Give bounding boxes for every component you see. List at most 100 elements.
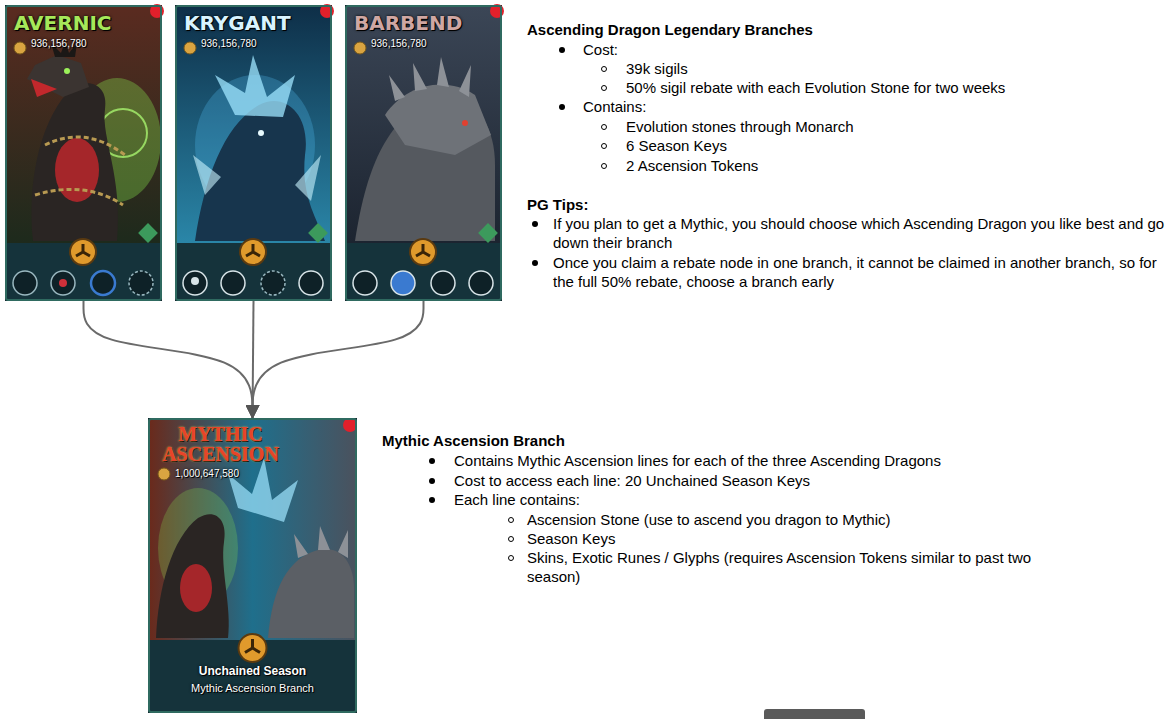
bullet-text: Each line contains:	[454, 490, 1154, 509]
krygant-art	[258, 130, 264, 136]
note-line: Cost:	[583, 40, 1143, 59]
barbend-art	[431, 271, 455, 295]
bullet-text: Season Keys	[527, 529, 1147, 548]
coin-count: 936,156,780	[31, 38, 87, 50]
mythic-art	[156, 514, 229, 638]
bullet-dot	[429, 458, 435, 464]
dragon-card: BARBEND 936,156,780	[345, 5, 502, 301]
section-heading: Ascending Dragon Legendary Branches	[527, 20, 1027, 39]
note-line: Ascending Dragon Legendary Branches	[527, 20, 1027, 39]
avernic-art	[7, 7, 160, 243]
mythic-art	[268, 549, 354, 638]
dragon-card: KRYGANT 936,156,780	[175, 5, 332, 301]
krygant-art	[193, 155, 321, 201]
bullet-text: Contains Mythic Ascension lines for each…	[454, 451, 1154, 470]
bullet-text: 50% sigil rebate with each Evolution Sto…	[626, 78, 1156, 97]
avernic-art	[70, 239, 96, 265]
note-line: Contains Mythic Ascension lines for each…	[454, 451, 1154, 470]
barbend-art	[410, 239, 436, 265]
note-line: 6 Season Keys	[626, 136, 1156, 155]
note-line: Ascension Stone (use to ascend you drago…	[527, 510, 1147, 529]
avernic-art	[31, 83, 118, 241]
note-line: If you plan to get a Mythic, you should …	[553, 214, 1165, 252]
mythic-art	[245, 639, 260, 653]
mythic-art	[148, 418, 357, 713]
avernic-art	[5, 5, 162, 301]
avernic-art	[7, 243, 160, 299]
bullet-text: Cost:	[583, 40, 1143, 59]
bullet-dot	[429, 497, 435, 503]
mythic-art	[228, 458, 298, 522]
avernic-art	[27, 55, 89, 97]
mythic-art	[180, 564, 212, 612]
note-line: Each line contains:	[454, 490, 1154, 509]
barbend-art	[389, 57, 471, 101]
card-title: KRYGANT	[184, 11, 291, 35]
krygant-art	[175, 4, 334, 301]
section-heading: PG Tips:	[527, 195, 1027, 214]
barbend-art	[391, 271, 415, 295]
bullet-ring	[508, 517, 514, 523]
barbend-art	[462, 120, 468, 126]
bullet-ring	[601, 85, 607, 91]
barbend-art	[478, 223, 498, 243]
card-caption: Mythic Ascension Branch	[191, 681, 314, 695]
barbend-art	[347, 243, 500, 299]
avernic-art	[59, 279, 67, 287]
dragon-card: AVERNIC 936,156,780	[5, 5, 162, 301]
avernic-art	[35, 137, 125, 205]
note-line: 2 Ascension Tokens	[626, 156, 1156, 175]
bullet-text: 6 Season Keys	[626, 136, 1156, 155]
coin-count: 936,156,780	[201, 38, 257, 50]
mythic-art	[239, 634, 267, 662]
barbend-art	[469, 271, 493, 295]
coin-count: 936,156,780	[371, 38, 427, 50]
bullet-text: Once you claim a rebate node in one bran…	[553, 253, 1165, 291]
card-title: MYTHIC ASCENSION	[158, 424, 283, 464]
avernic-art	[129, 271, 153, 295]
mythic-art	[148, 418, 357, 713]
avernic-art	[5, 4, 164, 301]
bullet-text: 2 Ascension Tokens	[626, 156, 1156, 175]
avernic-art	[13, 271, 37, 295]
note-line: 39k sigils	[626, 59, 1156, 78]
bullet-text: Evolution stones through Monarch	[626, 117, 1156, 136]
bullet-ring	[601, 143, 607, 149]
bullet-ring	[601, 163, 607, 169]
note-line: Evolution stones through Monarch	[626, 117, 1156, 136]
bullet-ring	[601, 124, 607, 130]
note-line: Contains:	[583, 97, 1143, 116]
bullet-text: 39k sigils	[626, 59, 1156, 78]
barbend-art	[416, 244, 430, 256]
krygant-art	[240, 239, 266, 265]
avernic-art	[51, 271, 75, 295]
mythic-art	[294, 526, 348, 558]
avernic-art	[91, 271, 115, 295]
bullet-dot	[559, 104, 565, 110]
bullet-text: If you plan to get a Mythic, you should …	[553, 214, 1165, 252]
krygant-art	[261, 271, 285, 295]
avernic-art	[138, 223, 158, 243]
coin-count: 1,000,647,580	[175, 468, 239, 480]
krygant-art	[175, 5, 332, 301]
bullet-dot	[532, 260, 538, 266]
bullet-text: Ascension Stone (use to ascend you drago…	[527, 510, 1147, 529]
krygant-art	[177, 7, 330, 243]
bullet-ring	[508, 536, 514, 542]
button	[764, 709, 865, 719]
avernic-art	[64, 68, 70, 74]
krygant-art	[184, 42, 196, 54]
bullet-dot	[532, 221, 538, 227]
barbend-art	[345, 4, 504, 301]
krygant-art	[177, 243, 330, 299]
avernic-art	[31, 79, 57, 97]
mythic-art	[343, 418, 357, 432]
barbend-art	[345, 5, 502, 301]
krygant-art	[299, 271, 323, 295]
krygant-art	[215, 55, 295, 117]
note-line: Cost to access each line: 20 Unchained S…	[454, 471, 1154, 490]
card-title: AVERNIC	[14, 11, 112, 35]
card-title: BARBEND	[354, 11, 462, 35]
barbend-art	[353, 271, 377, 295]
flow-arrow	[253, 301, 424, 418]
